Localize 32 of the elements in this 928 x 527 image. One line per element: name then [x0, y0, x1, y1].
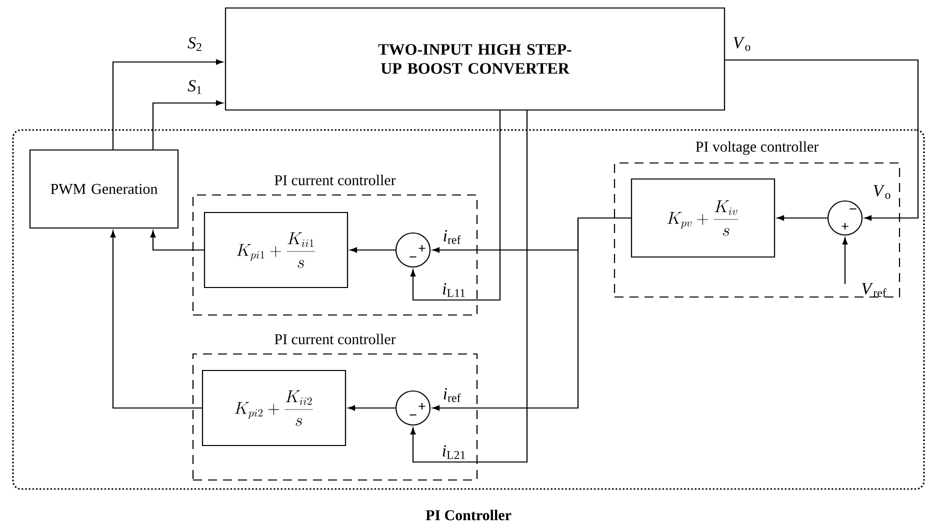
node-label: PI current controller [274, 174, 396, 186]
process-box: PWM Generation [29, 149, 179, 229]
edge-label: i$_{L11}$ [442, 283, 465, 297]
edge-label: i$_{ref}$ [444, 230, 461, 244]
arrow [112, 59, 223, 150]
edge-label: i$_{L21}$ [442, 445, 465, 459]
edge-label: S$_{1}$ [188, 80, 202, 94]
converter-box: TWO-INPUT HIGH STEP-UP BOOST CONVERTER [224, 7, 726, 111]
arrow [432, 217, 631, 411]
signal-label: V$_{o}$ [874, 185, 890, 199]
arrow [152, 100, 223, 150]
transfer-function-box: $K_{pv} + \frac{K_{iv}}{s}$ [630, 178, 776, 258]
arrow [410, 110, 528, 463]
edge-label: i$_{ref}$ [444, 388, 461, 402]
arrow [348, 405, 396, 411]
node-label: PI current controller [274, 334, 396, 344]
transfer-function-box: $K_{pi2} + \frac{K_{ii2}}{s}$ [202, 370, 346, 446]
node-label: PI Controller [426, 510, 512, 520]
node-label: PI voltage controller [696, 141, 819, 155]
arrow [150, 230, 204, 251]
arrow [725, 59, 919, 221]
arrow [110, 230, 202, 409]
edge-label: V$_{o}$ [734, 37, 750, 51]
summing-junction: − + [827, 200, 863, 236]
summing-junction: + − [395, 232, 431, 268]
arrow [842, 238, 848, 284]
transfer-function-box: $K_{pi1} + \frac{K_{ii1}}{s}$ [204, 212, 348, 288]
arrow [350, 247, 396, 253]
summing-junction: + − [395, 390, 431, 426]
edge-label: S$_{2}$ [188, 37, 202, 51]
arrow [410, 110, 501, 301]
arrow [777, 215, 828, 221]
